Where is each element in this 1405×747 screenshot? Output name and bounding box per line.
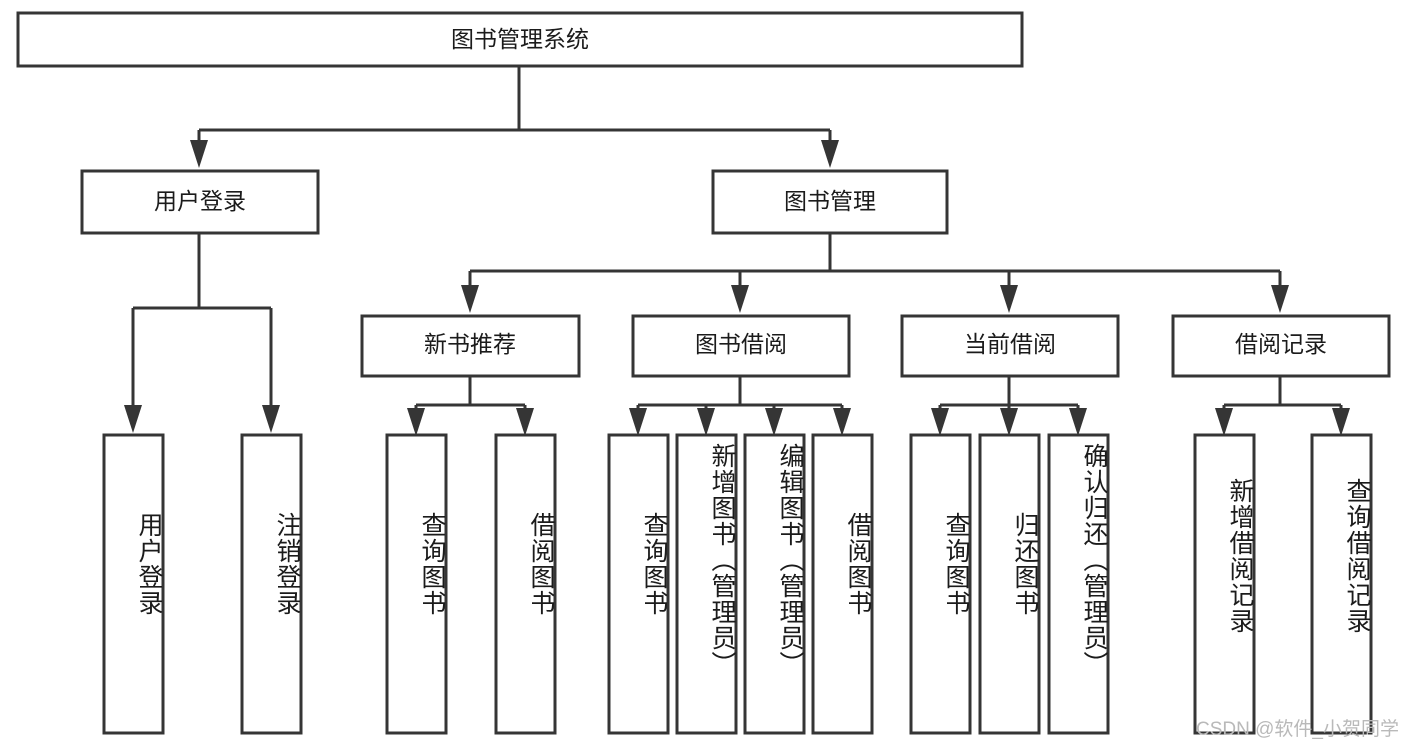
node-user-login-label: 用户登录 bbox=[154, 188, 246, 214]
leaf-node-currentborrow-return[interactable] bbox=[978, 433, 1041, 735]
node-root-label: 图书管理系统 bbox=[451, 26, 589, 52]
leaf-node-user-login-logout[interactable] bbox=[240, 433, 303, 735]
node-book-borrow[interactable]: 图书借阅 bbox=[631, 314, 851, 378]
connector-currentborrow-to-leaves bbox=[931, 376, 1087, 436]
leaf-node-bookborrow-borrow[interactable] bbox=[811, 433, 874, 735]
node-borrow-record[interactable]: 借阅记录 bbox=[1171, 314, 1391, 378]
connector-userlogin-to-leaves bbox=[124, 233, 280, 433]
node-new-book-recommend-label: 新书推荐 bbox=[424, 331, 516, 357]
connector-newbook-to-leaves bbox=[407, 376, 534, 436]
connector-root-to-level2 bbox=[190, 66, 839, 168]
connector-borrowrecord-to-leaves bbox=[1215, 376, 1350, 436]
leaf-node-currentborrow-confirm[interactable] bbox=[1047, 433, 1110, 735]
leaf-node-bookborrow-add[interactable] bbox=[675, 433, 738, 735]
node-user-login[interactable]: 用户登录 bbox=[80, 169, 320, 235]
node-borrow-record-label: 借阅记录 bbox=[1235, 331, 1327, 357]
node-book-borrow-label: 图书借阅 bbox=[695, 331, 787, 357]
leaf-node-borrowrecord-query[interactable] bbox=[1310, 433, 1373, 735]
leaf-node-newbook-borrow[interactable] bbox=[494, 433, 557, 735]
node-current-borrow-label: 当前借阅 bbox=[964, 331, 1056, 357]
connector-bookmgmt-to-level3 bbox=[461, 233, 1289, 313]
leaf-node-bookborrow-edit[interactable] bbox=[743, 433, 806, 735]
node-current-borrow[interactable]: 当前借阅 bbox=[900, 314, 1120, 378]
node-root[interactable]: 图书管理系统 bbox=[16, 11, 1024, 68]
watermark-text: CSDN @软件_小贺同学 bbox=[1196, 719, 1399, 740]
leaf-node-user-login-login[interactable] bbox=[102, 433, 165, 735]
node-book-management[interactable]: 图书管理 bbox=[711, 169, 949, 235]
leaf-node-bookborrow-query[interactable] bbox=[607, 433, 670, 735]
node-book-management-label: 图书管理 bbox=[784, 188, 876, 214]
connector-bookborrow-to-leaves bbox=[629, 376, 851, 436]
leaf-node-currentborrow-query[interactable] bbox=[909, 433, 972, 735]
leaf-node-borrowrecord-add[interactable] bbox=[1193, 433, 1256, 735]
leaf-node-newbook-query[interactable] bbox=[385, 433, 448, 735]
node-new-book-recommend[interactable]: 新书推荐 bbox=[360, 314, 581, 378]
